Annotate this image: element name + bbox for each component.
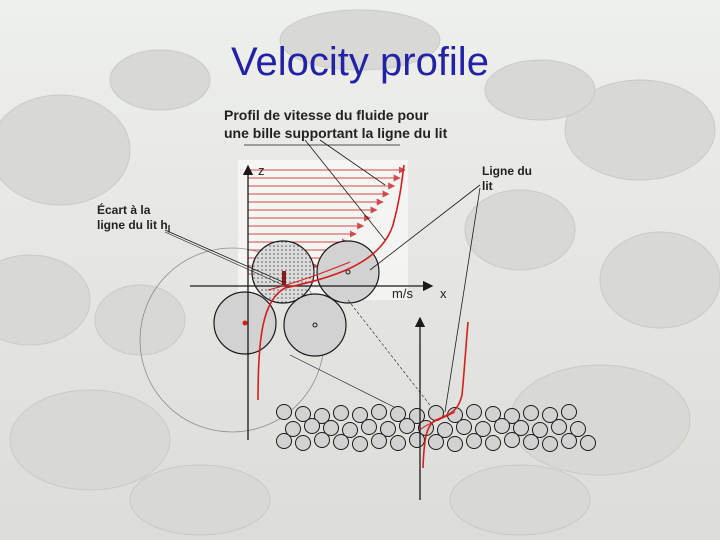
speed-unit-label: m/s	[392, 286, 413, 301]
bed-grain	[580, 435, 596, 451]
bed-grain	[485, 435, 501, 451]
offset-marker	[282, 271, 286, 285]
zoom-line	[347, 299, 441, 419]
bed-grain	[523, 434, 539, 450]
bed-line-label-line-2: lit	[482, 179, 493, 193]
bed-grain	[485, 406, 501, 422]
bed-grain	[295, 406, 311, 422]
bed-grain	[285, 421, 301, 437]
offset-label-line-2: ligne du lit hl	[97, 218, 187, 237]
bed-grain	[513, 420, 529, 436]
bed-grain	[428, 434, 444, 450]
offset-label-subscript: l	[167, 224, 171, 236]
lower-velocity-profile	[422, 321, 469, 469]
bed-grain	[314, 408, 330, 424]
bed-line-label-line-1: Ligne du	[482, 164, 532, 178]
bed-grain	[504, 432, 520, 448]
bed-grain	[371, 433, 387, 449]
bed-grain	[380, 421, 396, 437]
bed-grain	[542, 407, 558, 423]
slide-title: Velocity profile	[231, 40, 489, 84]
bed-grain	[333, 434, 349, 450]
grain-lower-middle	[283, 293, 347, 357]
bed-grain	[390, 435, 406, 451]
caption-line-2: une bille supportant la ligne du lit	[224, 125, 448, 141]
bed-grain	[323, 420, 339, 436]
bed-grain	[371, 404, 387, 420]
grain-bed	[276, 404, 596, 452]
bed-grain	[390, 406, 406, 422]
offset-label: Écart à la ligne du lit hl	[97, 203, 187, 237]
offset-pointer	[164, 231, 284, 286]
caption-pointer	[304, 139, 386, 241]
bed-line-pointer	[369, 184, 481, 271]
bed-grain	[352, 407, 368, 423]
bed-grain	[333, 405, 349, 421]
x-axis-label: x	[440, 286, 447, 301]
bed-grain	[456, 419, 472, 435]
bed-grain	[504, 408, 520, 424]
lower-local-flow	[419, 411, 456, 431]
offset-label-text: ligne du lit h	[97, 218, 168, 232]
bed-grain	[399, 418, 415, 434]
bed-grain	[314, 432, 330, 448]
grain-right	[316, 240, 380, 304]
grain-center-dot	[242, 320, 248, 326]
bed-grain	[276, 433, 292, 449]
bed-grain	[304, 418, 320, 434]
bed-grain	[561, 404, 577, 420]
bed-grain	[342, 422, 358, 438]
bed-grain	[466, 433, 482, 449]
grain-center-dot	[312, 322, 318, 328]
bed-grain	[437, 422, 453, 438]
bed-grain	[532, 422, 548, 438]
bed-grain	[523, 405, 539, 421]
bed-grain	[570, 421, 586, 437]
offset-pointer	[164, 229, 284, 283]
zoom-line	[289, 354, 401, 411]
caption-line-1: Profil de vitesse du fluide pour	[224, 107, 429, 123]
z-axis-label: z	[258, 163, 265, 178]
bed-grain	[447, 436, 463, 452]
bed-grain	[276, 404, 292, 420]
bed-grain	[494, 418, 510, 434]
bed-grain	[542, 436, 558, 452]
bed-grain	[361, 419, 377, 435]
velocity-profile-curve	[257, 164, 405, 401]
local-flow-curve	[267, 261, 351, 291]
bed-line-label: Ligne du lit	[482, 164, 542, 194]
bed-grain	[409, 432, 425, 448]
bed-grain	[352, 436, 368, 452]
bed-grain	[551, 419, 567, 435]
bed-grain	[409, 408, 425, 424]
bed-grain	[475, 421, 491, 437]
profile-caption: Profil de vitesse du fluide pour une bil…	[224, 106, 484, 142]
bed-grain	[466, 404, 482, 420]
bed-grain	[561, 433, 577, 449]
bed-line-pointer-lower	[444, 187, 481, 413]
caption-pointer	[319, 139, 386, 186]
bed-grain	[295, 435, 311, 451]
offset-label-line-1: Écart à la	[97, 203, 151, 217]
